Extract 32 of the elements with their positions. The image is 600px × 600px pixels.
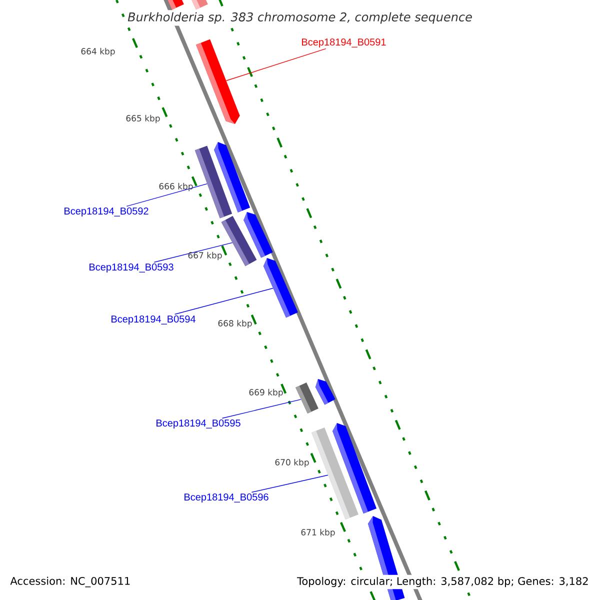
gene-bar bbox=[244, 212, 273, 258]
tick-label: 664 kbp bbox=[81, 48, 115, 56]
gene-label: Bcep18194_B0591 bbox=[302, 38, 386, 48]
leader-line bbox=[222, 399, 302, 419]
leader-line bbox=[251, 474, 328, 493]
gene-label: Bcep18194_B0595 bbox=[156, 419, 240, 429]
gene-label: Bcep18194_B0592 bbox=[64, 207, 148, 217]
tick-label: 669 kbp bbox=[249, 388, 283, 398]
gene-bar bbox=[296, 382, 318, 414]
leader-line bbox=[126, 183, 208, 207]
tick-label: 671 kbp bbox=[301, 528, 335, 538]
gene-bar bbox=[315, 379, 336, 405]
tick-label: 670 kbp bbox=[275, 458, 309, 468]
gene-bar bbox=[167, 0, 184, 10]
gene-bar bbox=[332, 423, 377, 514]
gene-label: Bcep18194_B0593 bbox=[90, 263, 174, 273]
accession-text: Accession: NC_007511 bbox=[10, 576, 130, 588]
gene-label: Bcep18194_B0594 bbox=[112, 315, 196, 325]
summary-text: Topology: circular; Length: 3,587,082 bp; Genes: 3,182 bbox=[295, 574, 591, 590]
title: Burkholderia sp. 383 chromosome 2, complete sequence bbox=[126, 10, 474, 26]
leader-line bbox=[174, 288, 274, 315]
tick-label: 666 kbp bbox=[159, 182, 193, 192]
leader-line bbox=[226, 48, 326, 81]
gene-bar bbox=[191, 0, 208, 10]
tick-label: 668 kbp bbox=[218, 320, 252, 328]
gene-bar bbox=[263, 258, 298, 318]
gene-label: Bcep18194_B0596 bbox=[184, 493, 268, 503]
tick-label: 665 kbp bbox=[126, 114, 160, 124]
leader-line bbox=[154, 242, 233, 263]
gene-bar bbox=[196, 39, 240, 124]
tick-label: 667 kbp bbox=[188, 252, 222, 260]
gene-bar bbox=[214, 142, 250, 212]
